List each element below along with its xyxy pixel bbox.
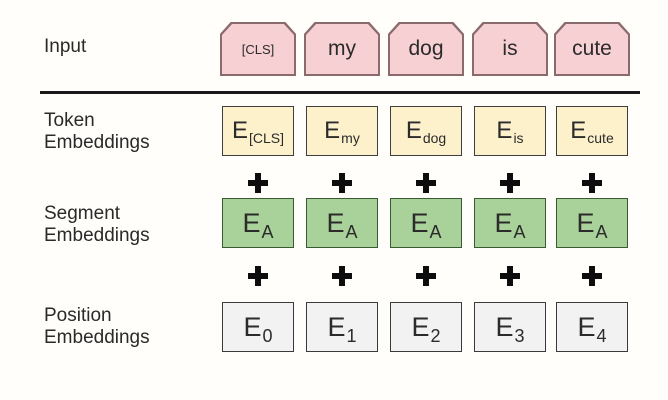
token-embedding-subscript: [CLS] bbox=[249, 130, 285, 146]
input-token-box: my bbox=[304, 22, 380, 76]
token-embedding-base: E bbox=[496, 117, 513, 144]
plus-icon bbox=[500, 266, 520, 286]
input-token-box: dog bbox=[388, 22, 464, 76]
segment-embedding-base: E bbox=[410, 207, 429, 238]
input-token-box: [CLS] bbox=[220, 22, 296, 76]
plus-icon bbox=[332, 173, 352, 193]
position-embedding-subscript: 0 bbox=[262, 325, 273, 346]
position-embedding-subscript: 2 bbox=[430, 325, 441, 346]
segment-label-line1: Segment bbox=[44, 203, 121, 224]
token-embedding-box: E[CLS] bbox=[222, 106, 294, 156]
token-embedding-base: E bbox=[570, 117, 587, 144]
position-embeddings-label: Position Embeddings bbox=[44, 305, 150, 349]
segment-embedding-base: E bbox=[576, 207, 595, 238]
token-label-line2: Embeddings bbox=[44, 132, 150, 153]
position-label-line2: Embeddings bbox=[44, 327, 150, 348]
position-embedding-subscript: 4 bbox=[596, 325, 607, 346]
plus-icon bbox=[248, 173, 268, 193]
input-token-text: is bbox=[474, 24, 546, 74]
position-embedding-base: E bbox=[495, 311, 514, 342]
input-row-label: Input bbox=[44, 36, 86, 58]
segment-embeddings-label: Segment Embeddings bbox=[44, 203, 150, 247]
segment-embedding-base: E bbox=[242, 207, 261, 238]
position-embedding-base: E bbox=[327, 311, 346, 342]
plus-icon bbox=[582, 173, 602, 193]
segment-embedding-base: E bbox=[494, 207, 513, 238]
position-embedding-subscript: 3 bbox=[514, 325, 525, 346]
position-embedding-base: E bbox=[243, 311, 262, 342]
plus-icon bbox=[582, 266, 602, 286]
section-divider bbox=[40, 91, 640, 94]
plus-icon bbox=[332, 266, 352, 286]
token-embedding-subscript: is bbox=[513, 130, 524, 146]
segment-embedding-subscript: A bbox=[345, 221, 358, 242]
input-token-text: my bbox=[306, 24, 378, 74]
input-token-text: [CLS] bbox=[222, 24, 294, 74]
segment-embedding-subscript: A bbox=[429, 221, 442, 242]
token-embedding-base: E bbox=[231, 117, 248, 144]
segment-embedding-base: E bbox=[326, 207, 345, 238]
token-embedding-base: E bbox=[405, 117, 422, 144]
token-embedding-subscript: cute bbox=[587, 130, 614, 146]
position-label-line1: Position bbox=[44, 305, 112, 326]
token-label-line1: Token bbox=[44, 110, 95, 131]
input-token-box: cute bbox=[554, 22, 630, 76]
token-embedding-subscript: dog bbox=[422, 130, 447, 146]
segment-embedding-subscript: A bbox=[261, 221, 274, 242]
input-token-box: is bbox=[472, 22, 548, 76]
plus-icon bbox=[248, 266, 268, 286]
segment-embedding-subscript: A bbox=[513, 221, 526, 242]
position-embedding-subscript: 1 bbox=[346, 325, 357, 346]
position-embedding-base: E bbox=[411, 311, 430, 342]
plus-icon bbox=[416, 173, 436, 193]
segment-label-line2: Embeddings bbox=[44, 225, 150, 246]
input-token-text: dog bbox=[390, 24, 462, 74]
token-embeddings-label: Token Embeddings bbox=[44, 110, 150, 154]
position-embedding-base: E bbox=[577, 311, 596, 342]
plus-icon bbox=[500, 173, 520, 193]
input-token-text: cute bbox=[556, 24, 628, 74]
input-label-text: Input bbox=[44, 36, 87, 57]
token-embedding-subscript: my bbox=[341, 130, 360, 146]
plus-icon bbox=[416, 266, 436, 286]
segment-embedding-subscript: A bbox=[595, 221, 608, 242]
token-embedding-base: E bbox=[324, 117, 341, 144]
